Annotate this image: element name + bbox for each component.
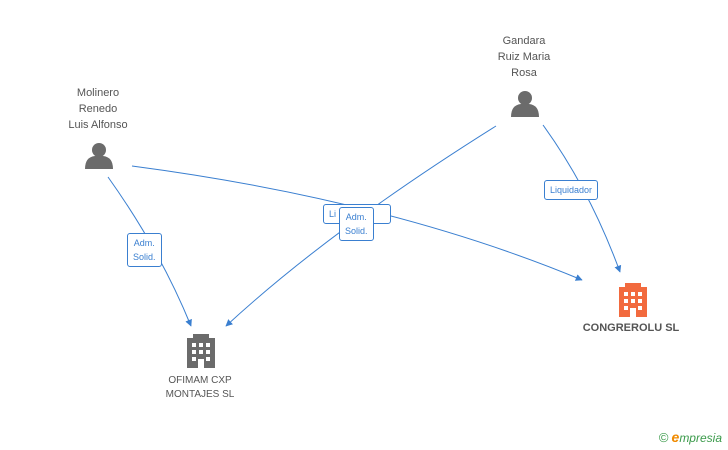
brand-name: mpresia	[679, 431, 722, 445]
person-icon	[511, 91, 539, 117]
person-name-line: Ruiz Maria	[497, 51, 551, 63]
person-name-line: Renedo	[78, 103, 118, 115]
person-name-line: Molinero	[76, 87, 120, 99]
company-name-line: MONTAJES SL	[165, 389, 235, 400]
edge-label-adm-solid-molinero: Adm. Solid.	[127, 233, 162, 267]
edge-label-line: Li	[329, 209, 337, 219]
brand-initial: e	[671, 429, 680, 445]
person-icon	[85, 143, 113, 169]
person-label-molinero[interactable]: Molinero Renedo Luis Alfonso	[58, 85, 138, 133]
empresia-logo: ©empresia	[659, 429, 722, 445]
building-icon	[619, 283, 647, 317]
edge-label-adm-solid-gandara: Adm. Solid.	[339, 207, 374, 241]
edge-label-line: Adm.	[345, 212, 367, 222]
edge-label-line: Solid.	[133, 252, 156, 262]
building-icon	[187, 334, 215, 368]
company-label-congrerolu[interactable]: CONGREROLU SL	[576, 321, 686, 335]
edge-label-line: Liquidador	[550, 185, 593, 195]
company-label-ofimam[interactable]: OFIMAM CXP MONTAJES SL	[150, 374, 250, 402]
company-name-line: CONGREROLU SL	[582, 322, 680, 334]
person-name-line: Luis Alfonso	[68, 119, 128, 131]
copyright-icon: ©	[658, 430, 669, 445]
person-name-line: Gandara	[502, 35, 546, 47]
edge-label-line: Adm.	[133, 238, 155, 248]
edge-label-line: Solid.	[345, 226, 368, 236]
edge-label-liquidador: Liquidador	[544, 180, 599, 200]
person-label-gandara[interactable]: Gandara Ruiz Maria Rosa	[486, 33, 562, 81]
company-name-line: OFIMAM CXP	[168, 375, 232, 386]
person-name-line: Rosa	[511, 67, 537, 79]
